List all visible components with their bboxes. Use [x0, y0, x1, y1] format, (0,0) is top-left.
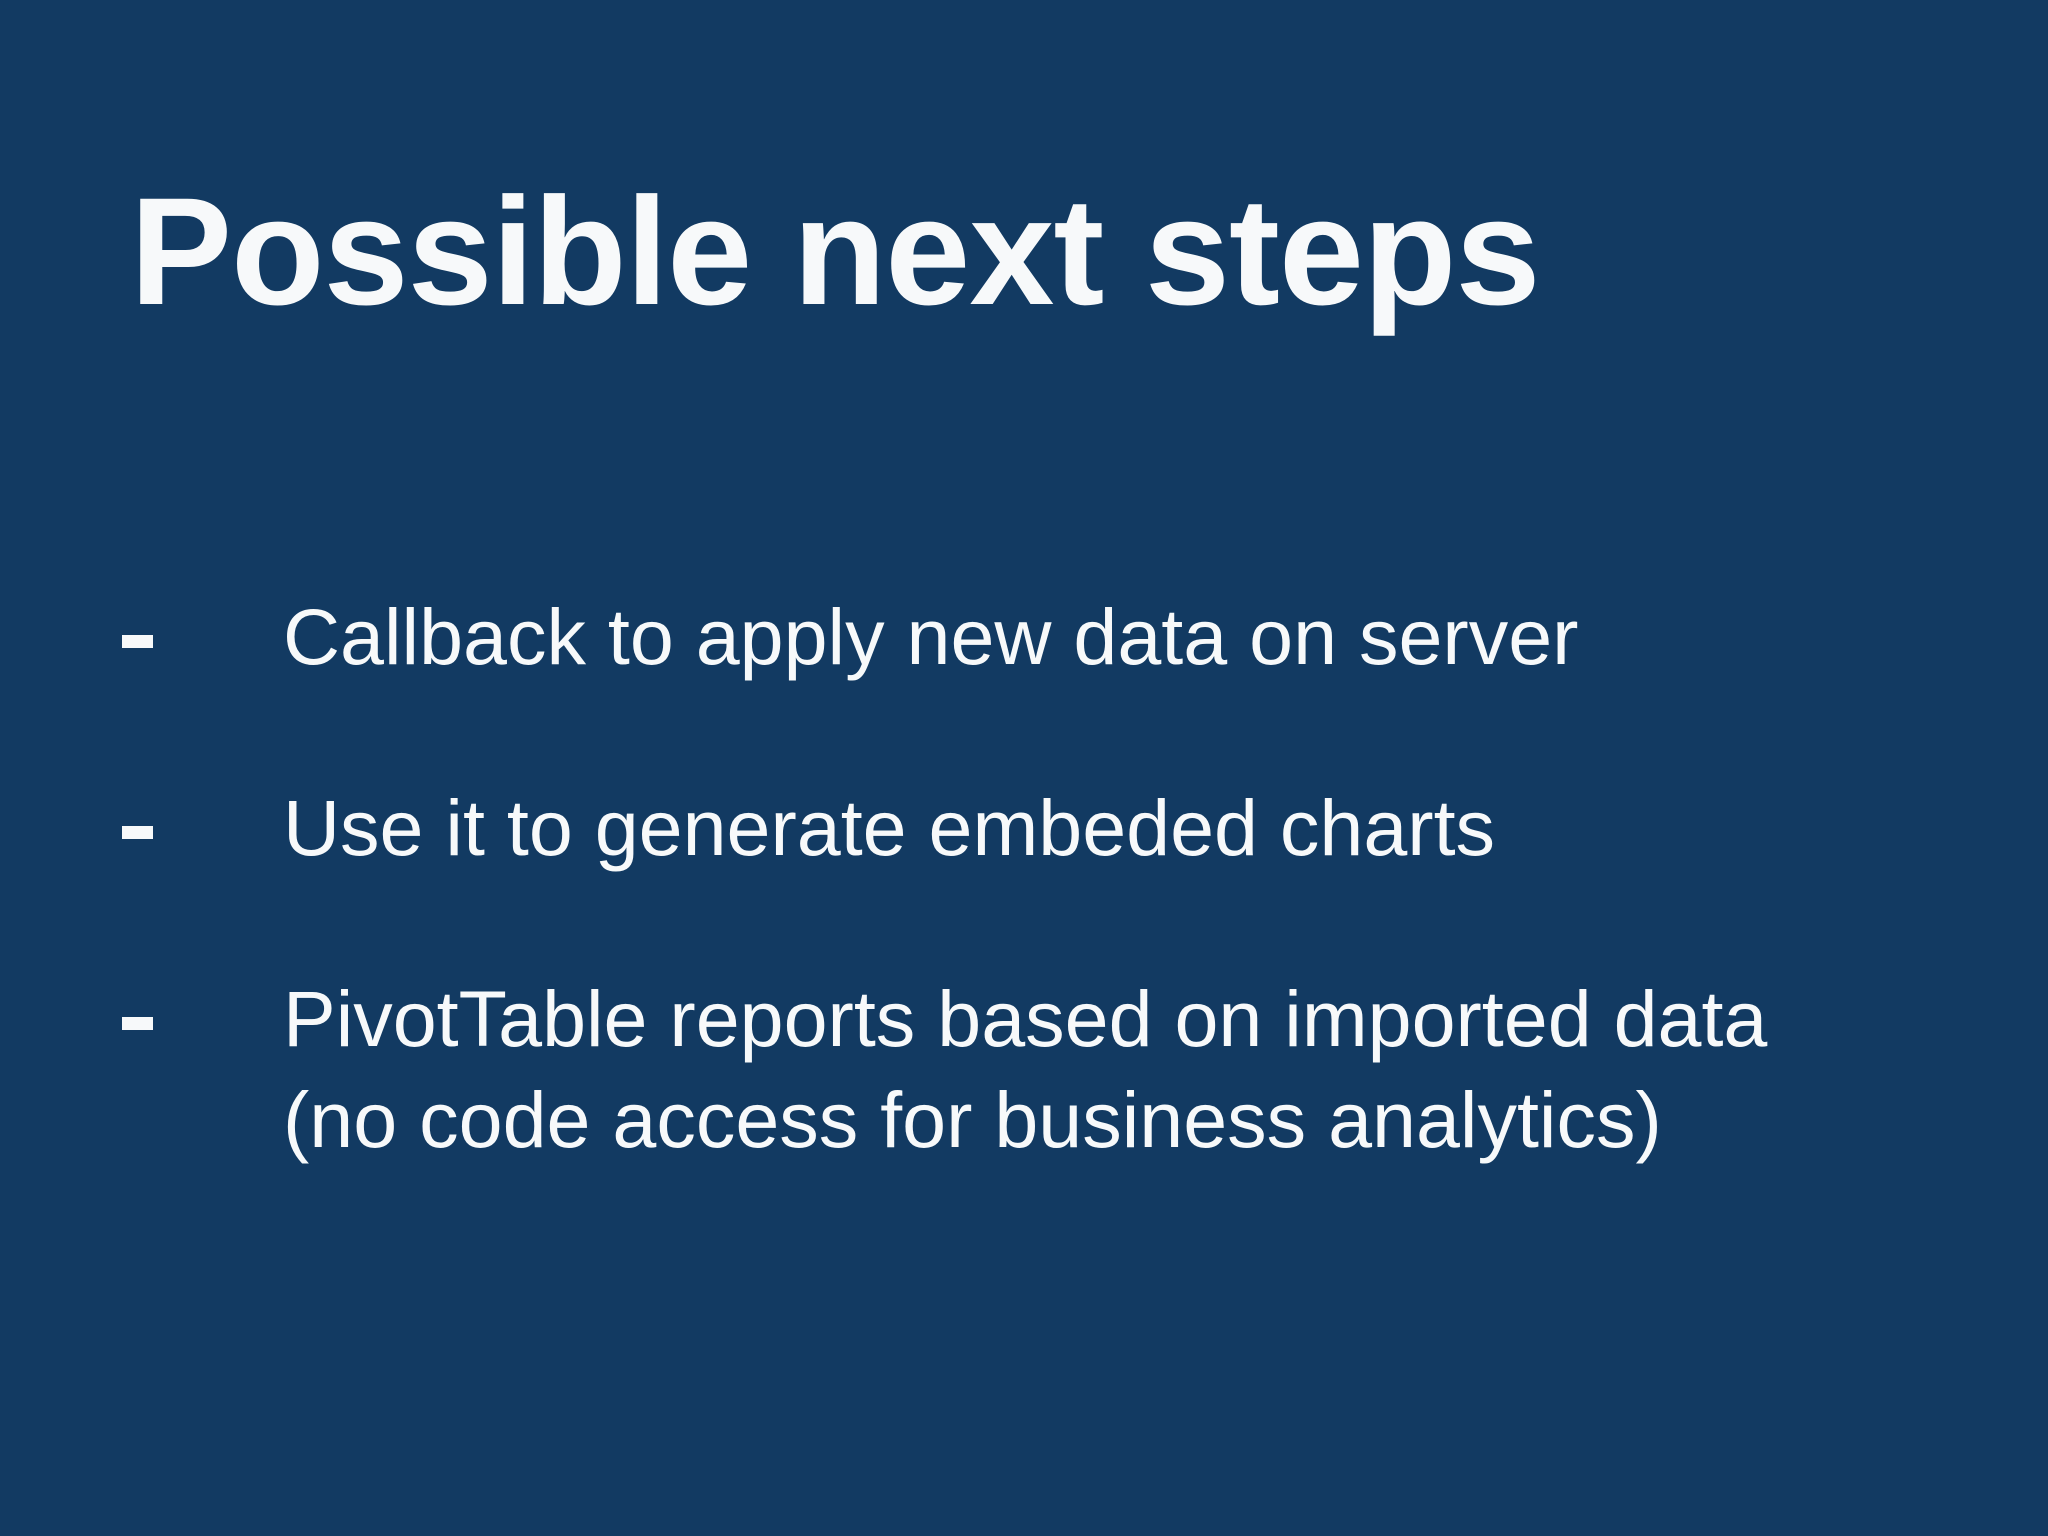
bullet-text-line: PivotTable reports based on imported dat…	[283, 974, 1768, 1063]
bullet-text-block: Use it to generate embeded charts	[283, 777, 1495, 878]
bullet-text-line: (no code access for business analytics)	[283, 1075, 1662, 1164]
bullet-text-line: Callback to apply new data on server	[283, 592, 1579, 681]
bullet-text-line: Use it to generate embeded charts	[283, 783, 1496, 872]
bullet-list: Callback to apply new data on server Use…	[0, 586, 2048, 1260]
dash-bullet-icon	[122, 635, 153, 648]
bullet-text-block: PivotTable reports based on imported dat…	[283, 968, 1767, 1170]
dash-bullet-icon	[122, 826, 153, 839]
bullet-text-block: Callback to apply new data on server	[283, 586, 1578, 687]
bullet-item: Use it to generate embeded charts	[0, 777, 2048, 878]
dash-bullet-icon	[122, 1017, 153, 1030]
bullet-item: PivotTable reports based on imported dat…	[0, 968, 2048, 1170]
bullet-item: Callback to apply new data on server	[0, 586, 2048, 687]
slide-title: Possible next steps	[130, 166, 1541, 337]
